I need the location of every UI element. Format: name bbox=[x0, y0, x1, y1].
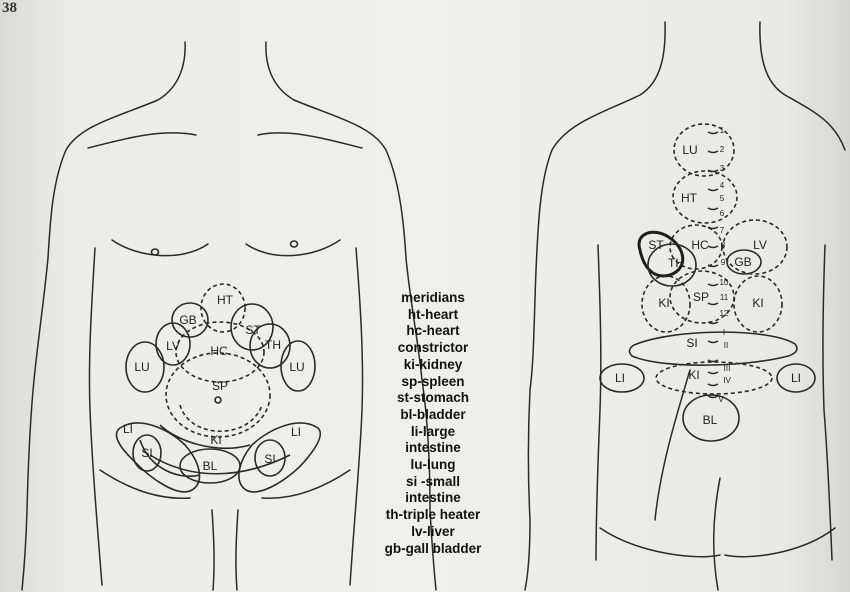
back-label-ki-left: KI bbox=[658, 296, 669, 310]
back-label-lv: LV bbox=[753, 238, 767, 252]
thoracic-5: 5 bbox=[720, 194, 725, 203]
lumbar-3: III bbox=[724, 364, 731, 373]
lumbar-2: II bbox=[724, 341, 728, 350]
legend-line: lv-liver bbox=[376, 524, 490, 541]
legend-line: hc-heart bbox=[376, 323, 490, 340]
legend-line: meridians bbox=[376, 290, 490, 307]
back-label-st: ST bbox=[648, 238, 664, 252]
front-ki-zone bbox=[180, 405, 262, 431]
front-label-hc: HC bbox=[210, 344, 228, 358]
back-label-ki-lower: KI bbox=[688, 368, 699, 382]
legend-line: ki-kidney bbox=[376, 357, 490, 374]
front-label-lv: LV bbox=[166, 339, 180, 353]
back-ki-lower-zone bbox=[656, 362, 772, 394]
lumbar-5: V bbox=[718, 395, 724, 404]
legend-line: ht-heart bbox=[376, 307, 490, 324]
legend-line: st-stomach bbox=[376, 390, 490, 407]
thoracic-7: 7 bbox=[720, 226, 725, 235]
thoracic-6: 6 bbox=[720, 209, 725, 218]
thoracic-10: 10 bbox=[720, 278, 729, 287]
legend-line: constrictor bbox=[376, 340, 490, 357]
front-body-outline bbox=[22, 42, 436, 590]
front-label-lu-right: LU bbox=[289, 360, 304, 374]
legend-line: lu-lung bbox=[376, 457, 490, 474]
legend-line: intestine bbox=[376, 490, 490, 507]
legend-line: sp-spleen bbox=[376, 374, 490, 391]
front-label-li-right: LI bbox=[291, 425, 301, 439]
back-si-zone bbox=[630, 332, 797, 365]
lumbar-1: I bbox=[723, 328, 725, 337]
thoracic-11: 11 bbox=[720, 293, 729, 302]
back-label-th: TH bbox=[668, 256, 684, 270]
back-label-li-left: LI bbox=[615, 371, 625, 385]
thoracic-2: 2 bbox=[720, 145, 725, 154]
back-label-lu: LU bbox=[682, 143, 697, 157]
right-nipple bbox=[291, 241, 298, 247]
back-label-si: SI bbox=[686, 336, 697, 350]
front-label-si-left: SI bbox=[141, 446, 152, 460]
back-label-li-right: LI bbox=[791, 371, 801, 385]
front-label-lu-left: LU bbox=[134, 360, 149, 374]
front-label-ht: HT bbox=[217, 293, 234, 307]
back-label-ki-right: KI bbox=[752, 296, 763, 310]
lumbar-4: IV bbox=[723, 376, 731, 385]
thoracic-4: 4 bbox=[720, 181, 725, 190]
front-label-si-right: SI bbox=[264, 452, 275, 466]
front-label-ki: KI bbox=[210, 433, 221, 447]
front-label-li-left: LI bbox=[123, 422, 133, 436]
thoracic-8: 8 bbox=[721, 241, 726, 250]
front-label-st: ST bbox=[245, 323, 261, 337]
front-label-gb: GB bbox=[179, 313, 196, 327]
thoracic-12: 12 bbox=[720, 309, 729, 318]
back-label-sp: SP bbox=[693, 290, 709, 304]
legend-line: gb-gall bladder bbox=[376, 541, 490, 558]
back-label-gb: GB bbox=[734, 255, 751, 269]
thoracic-1: 1 bbox=[720, 126, 725, 135]
front-label-sp: SP bbox=[212, 379, 228, 393]
front-label-bl: BL bbox=[203, 459, 218, 473]
thoracic-3: 3 bbox=[720, 164, 725, 173]
back-label-hc: HC bbox=[691, 238, 709, 252]
legend-line: th-triple heater bbox=[376, 507, 490, 524]
legend-line: intestine bbox=[376, 440, 490, 457]
front-label-th: TH bbox=[265, 338, 281, 352]
front-sp-zone bbox=[166, 353, 270, 437]
thoracic-9: 9 bbox=[721, 258, 726, 267]
back-body-outline bbox=[525, 22, 845, 590]
navel bbox=[215, 397, 221, 403]
back-label-bl: BL bbox=[703, 413, 718, 427]
legend-line: li-large bbox=[376, 424, 490, 441]
front-li-right-zone bbox=[239, 423, 320, 492]
legend: meridians ht-heart hc-heart constrictor … bbox=[376, 290, 490, 557]
left-nipple bbox=[152, 249, 159, 255]
legend-line: bl-bladder bbox=[376, 407, 490, 424]
back-label-ht: HT bbox=[681, 191, 698, 205]
legend-line: si -small bbox=[376, 474, 490, 491]
